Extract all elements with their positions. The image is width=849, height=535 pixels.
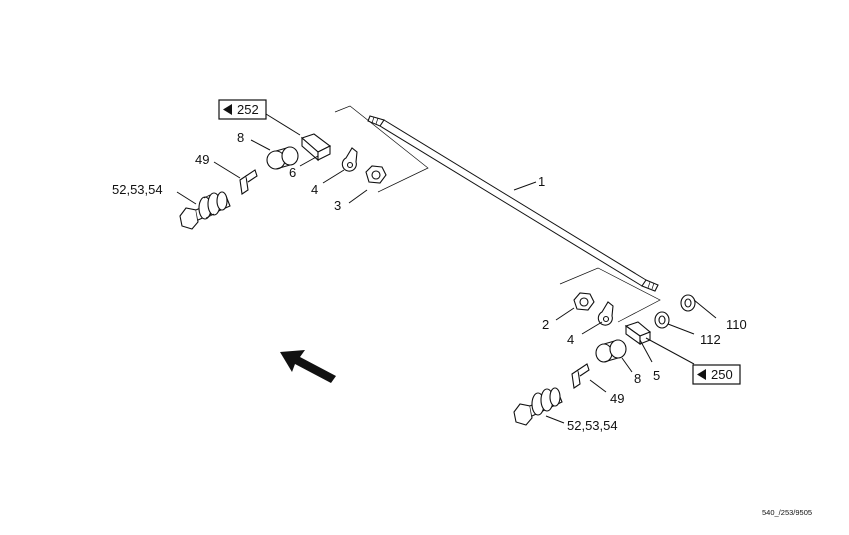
callout-110: 110 (726, 317, 747, 332)
nut-part-left (365, 165, 387, 184)
callout-3: 3 (334, 198, 341, 213)
bushing-part-left (266, 146, 299, 170)
callout-52-53-54-upper: 52,53,54 (112, 182, 163, 197)
callout-4-upper: 4 (311, 182, 318, 197)
block-part-left (300, 133, 332, 162)
bushing-part-right (595, 339, 627, 363)
nut-part-right (573, 292, 595, 311)
leader-lines-upper (176, 139, 368, 205)
clip-part-left (239, 169, 258, 195)
callout-1: 1 (538, 174, 545, 189)
washer-part-110 (680, 294, 696, 312)
callout-49-upper: 49 (195, 152, 209, 167)
leader-lines-lower (545, 299, 717, 424)
group-outline-upper (334, 105, 429, 193)
callout-6: 6 (289, 165, 296, 180)
drawing-code: 540_/253/9505 (762, 508, 812, 517)
group-outline-lower (559, 267, 661, 323)
callout-52-53-54-lower: 52,53,54 (567, 418, 618, 433)
reference-box-upper: 252 (218, 99, 301, 136)
callout-49-lower: 49 (610, 391, 624, 406)
direction-arrow-icon (280, 350, 336, 383)
callout-8-lower: 8 (634, 371, 641, 386)
block-part-right (624, 321, 652, 346)
reference-box-lower: 250 (645, 337, 741, 385)
callout-4-lower: 4 (567, 332, 574, 347)
rod-part (367, 115, 659, 292)
callout-8-upper: 8 (237, 130, 244, 145)
tab-washer-part-right (597, 301, 614, 326)
bolt-part-right (513, 387, 563, 426)
clip-part-right (571, 363, 590, 389)
callout-112: 112 (700, 332, 721, 347)
callout-5: 5 (653, 368, 660, 383)
reference-upper-text: 252 (237, 102, 259, 117)
bolt-part-left (179, 191, 231, 230)
washer-part-112 (654, 311, 670, 329)
callout-2: 2 (542, 317, 549, 332)
leader-line-rod (513, 181, 537, 191)
reference-lower-text: 250 (711, 367, 733, 382)
tab-washer-part-left (341, 147, 358, 172)
